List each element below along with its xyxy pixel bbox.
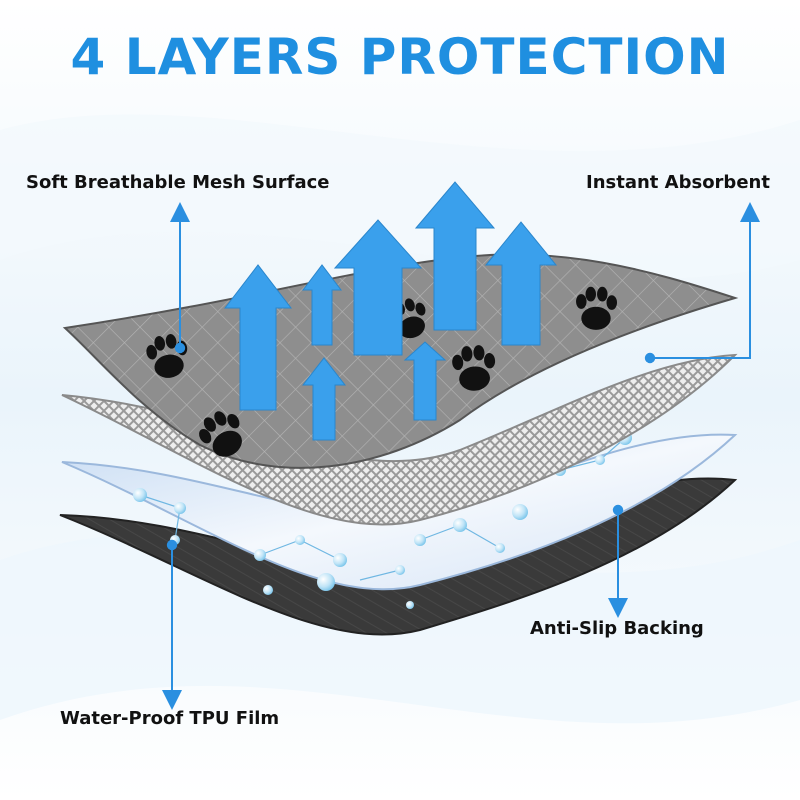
tpu-film-layer-icon	[61, 431, 738, 609]
leader-line	[162, 202, 760, 710]
mesh-surface-label: Soft Breathable Mesh Surface	[26, 172, 330, 193]
page-title: 4 LAYERS PROTECTION	[70, 28, 730, 86]
anti-slip-label: Anti-Slip Backing	[530, 618, 704, 639]
tpu-film-label: Water-Proof TPU Film	[60, 708, 280, 729]
arrow-up-icon	[223, 181, 558, 441]
absorbent-label: Instant Absorbent	[586, 172, 770, 193]
background-wave	[0, 114, 800, 279]
